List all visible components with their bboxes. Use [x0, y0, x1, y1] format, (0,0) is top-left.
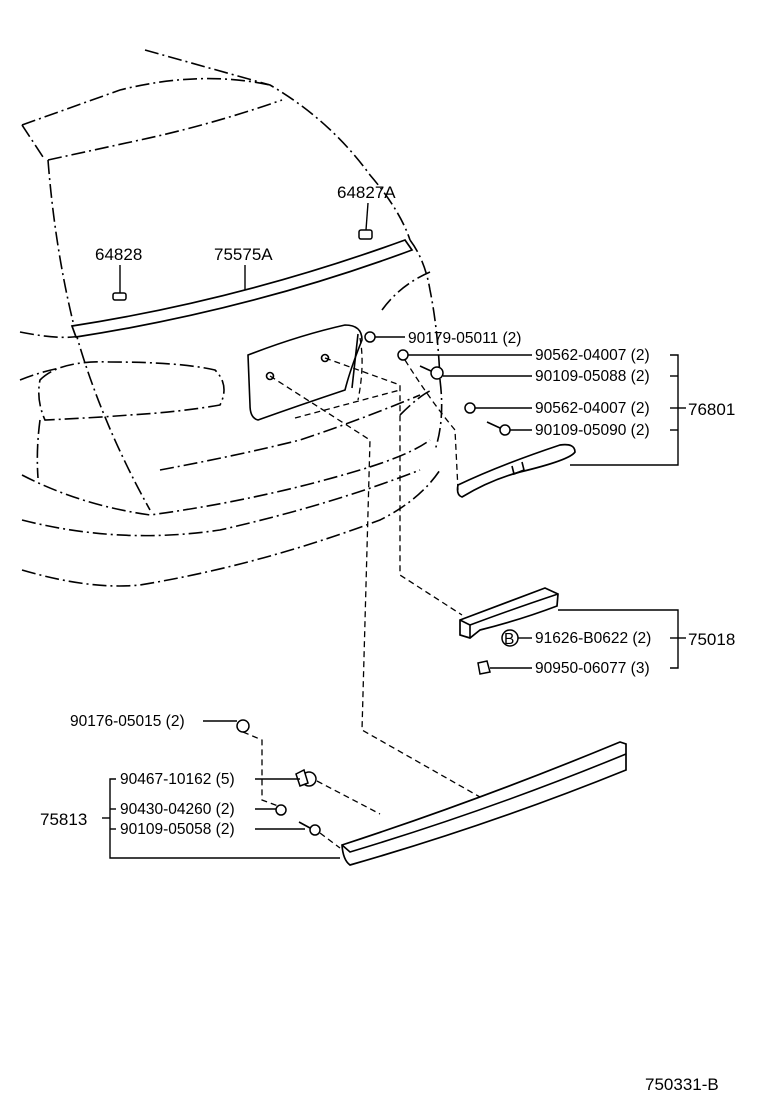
leaders-76801: [375, 336, 686, 466]
screw-90109-05090: [486, 421, 511, 436]
assembly-lines: [242, 337, 481, 849]
label-90109-05088: 90109-05088 (2): [535, 368, 650, 385]
label-90430-04260: 90430-04260 (2): [120, 801, 235, 818]
clip-90467: [295, 768, 317, 787]
garnish-75018: [459, 587, 559, 639]
leaders-75813: [102, 720, 340, 859]
label-64827a: 64827A: [337, 183, 396, 202]
label-90109-05058: 90109-05058 (2): [120, 821, 235, 838]
clip-64827a: [358, 202, 373, 240]
label-75575a: 75575A: [214, 245, 273, 264]
diagram-id: 750331-B: [645, 1075, 719, 1094]
moulding-75575a: [70, 238, 414, 338]
label-90176-05015: 90176-05015 (2): [70, 713, 185, 730]
label-75813: 75813: [40, 810, 87, 829]
label-90562-04007-b: 90562-04007 (2): [535, 400, 650, 417]
screw-90109-05088: [419, 365, 444, 380]
nut-90562-b: [464, 402, 476, 414]
clip-90176: [236, 719, 250, 733]
nut-90562-a: [397, 349, 409, 361]
fastener-90179: [364, 331, 376, 343]
license-plate-recess: [247, 324, 363, 421]
label-90562-04007-a: 90562-04007 (2): [535, 347, 650, 364]
label-90950-06077: 90950-06077 (3): [535, 660, 650, 677]
garnish-76801: [456, 443, 576, 498]
leaders-75018: [490, 609, 686, 669]
label-91626-b0622: 91626-B0622 (2): [535, 630, 651, 647]
label-76801: 76801: [688, 400, 735, 419]
clip-64828: [112, 265, 127, 301]
car-body-outline: [19, 49, 443, 587]
clip-90950: [477, 660, 491, 675]
moulding-75813: [341, 741, 627, 866]
label-75018: 75018: [688, 630, 735, 649]
nut-90430: [275, 804, 287, 816]
label-90179-05011: 90179-05011 (2): [408, 330, 521, 347]
screw-90109-05058: [298, 821, 321, 836]
marker-b: B: [504, 631, 514, 648]
label-64828: 64828: [95, 245, 142, 264]
label-90467-10162: 90467-10162 (5): [120, 771, 235, 788]
label-90109-05090: 90109-05090 (2): [535, 422, 650, 439]
